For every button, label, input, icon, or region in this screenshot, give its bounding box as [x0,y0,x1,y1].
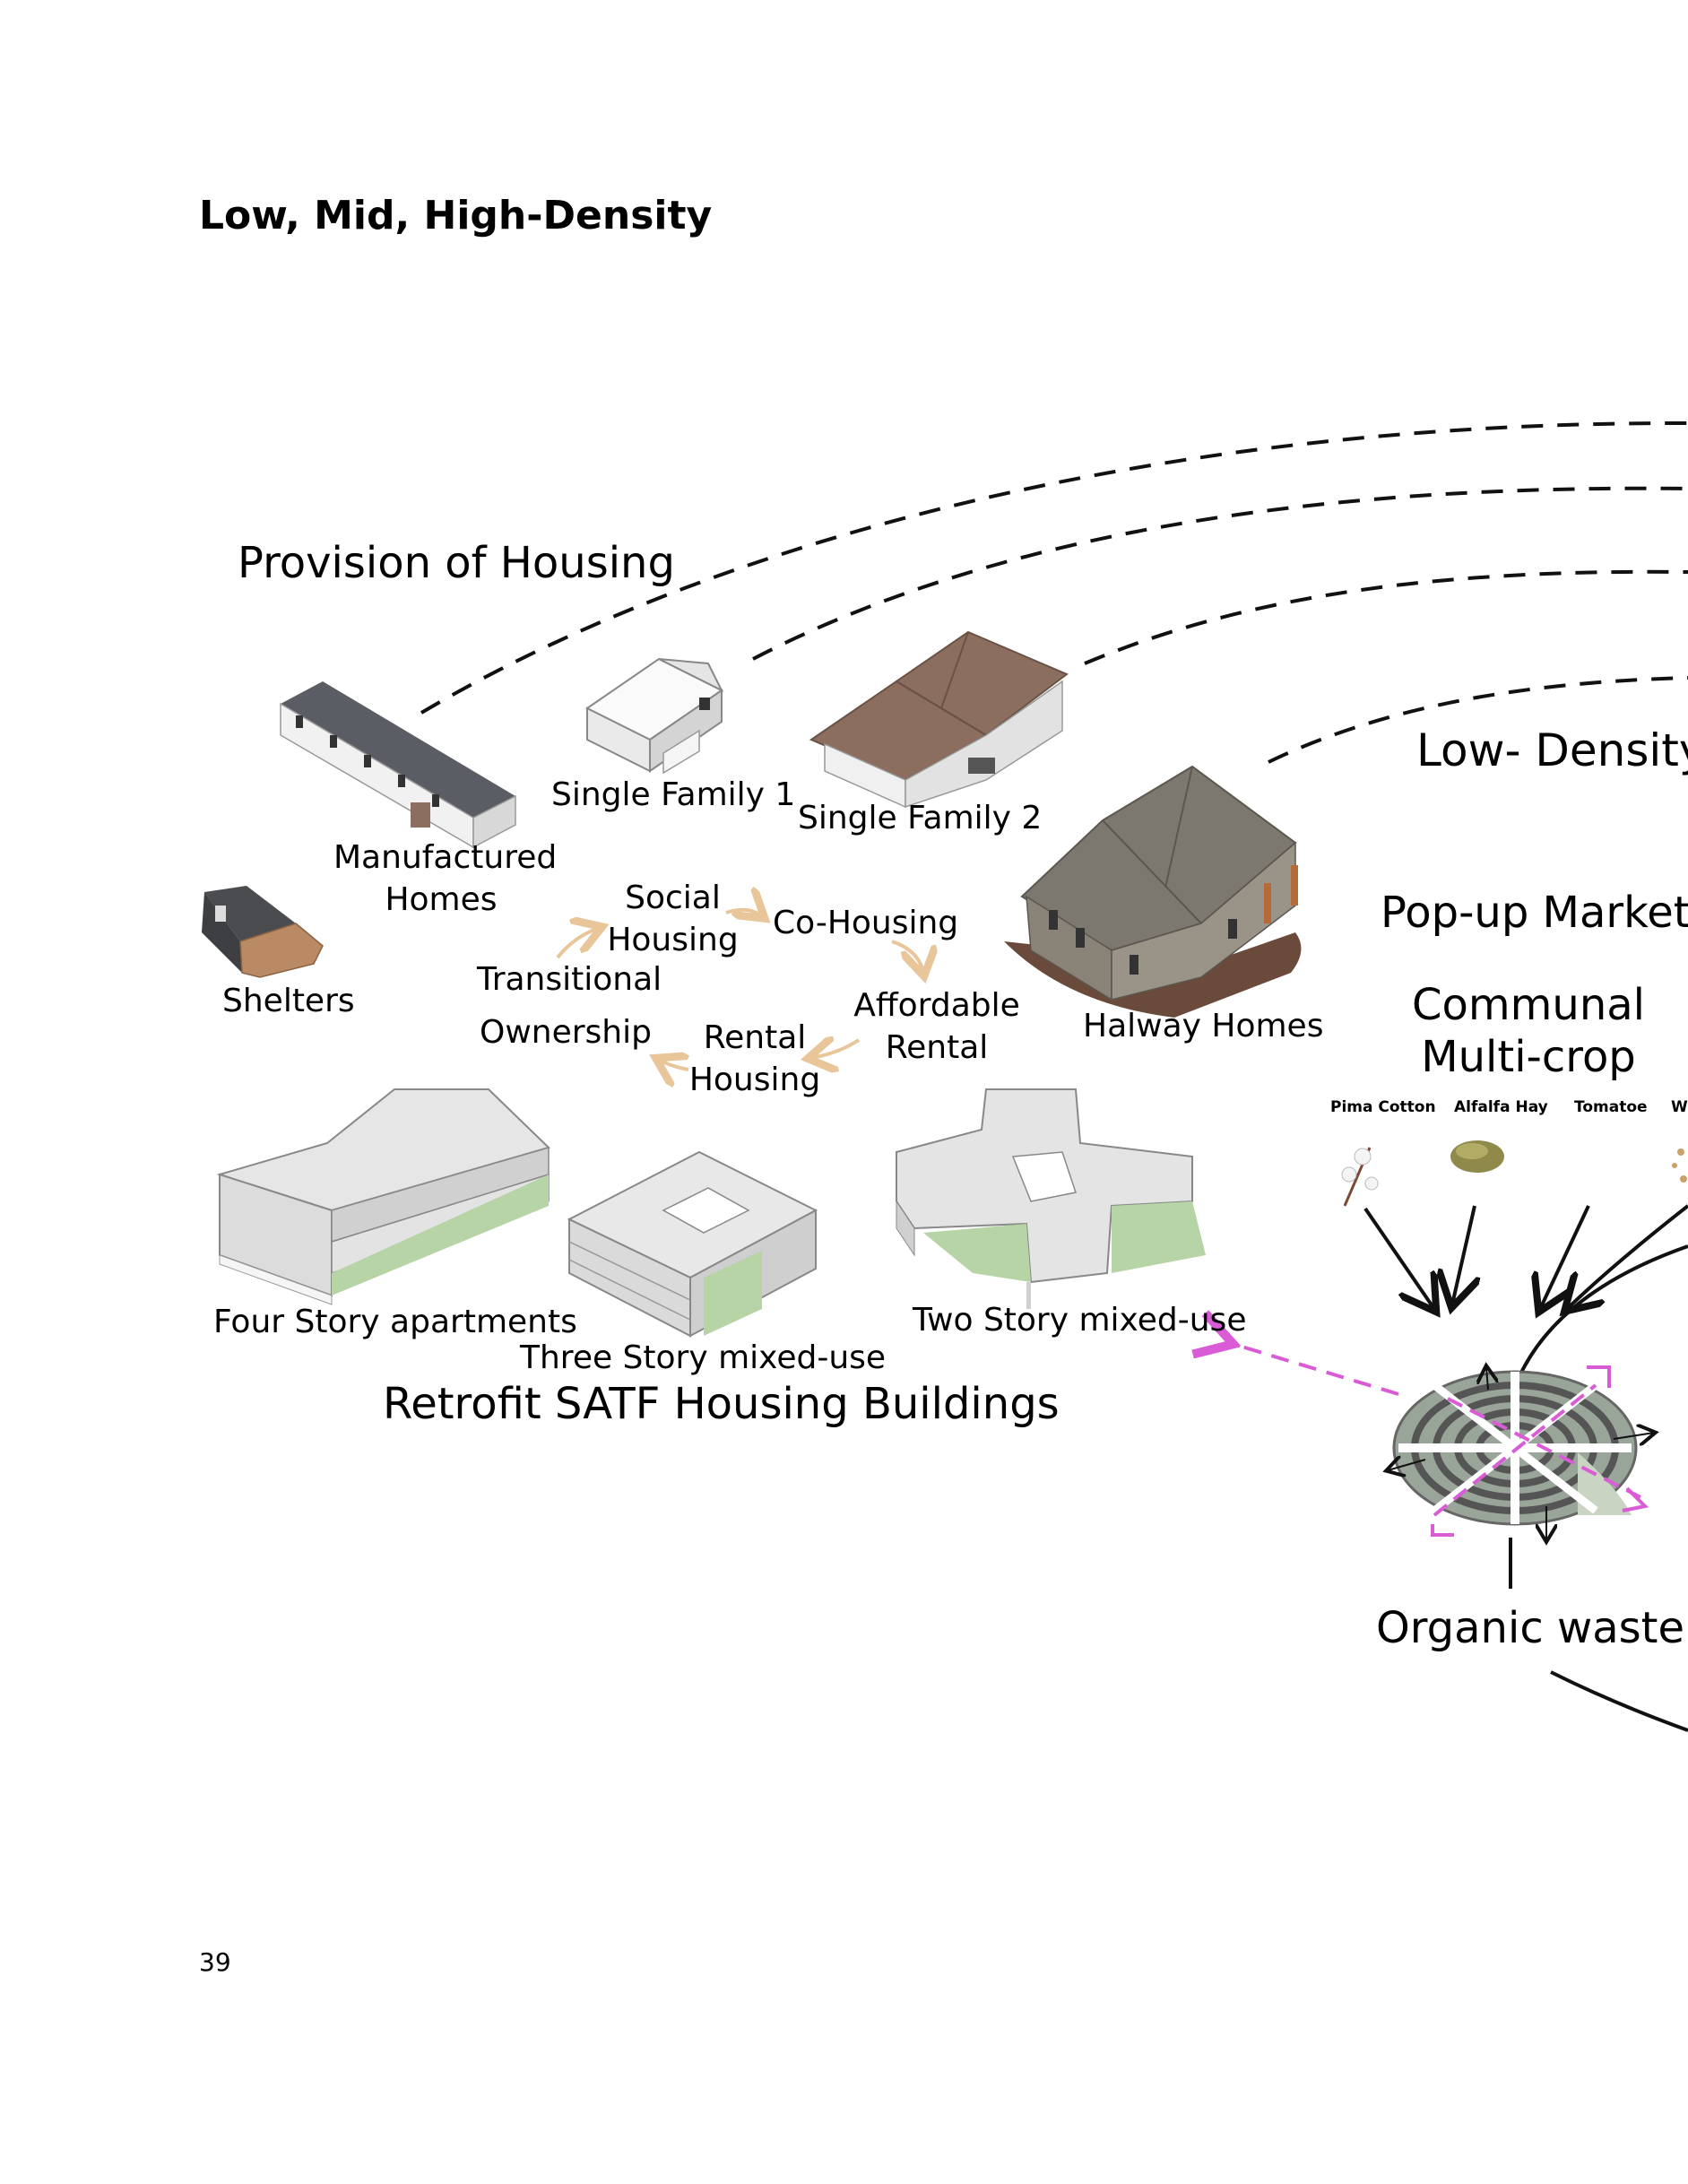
label-shelters: Shelters [222,983,355,1019]
single-family-2-icon [809,630,1069,809]
label-two-story-mixed-use: Two Story mixed-use [913,1302,1247,1339]
label-ownership: Ownership [480,1014,652,1051]
label-halfway-homes: Halway Homes [1083,1008,1324,1044]
label-manufactured-homes: Manufactured Homes [333,839,558,918]
page-heading: Low, Mid, High-Density [199,193,713,238]
pink-dashed-arrow [1230,1343,1399,1396]
wheel-to-market-curve [1518,1244,1688,1377]
label-transitional: Transitional [477,961,662,998]
crop-pima-cotton: Pima Cotton [1330,1098,1436,1116]
dashed-arcs [420,420,1688,764]
crop-w: W [1671,1098,1688,1116]
waste-curve [1550,1670,1688,1732]
crop-alfalfa-hay: Alfalfa Hay [1454,1098,1548,1116]
label-co-housing: Co-Housing [773,905,959,941]
two-story-mixed-use-icon [896,1088,1206,1309]
label-three-story-mixed-use: Three Story mixed-use [520,1339,887,1376]
crop-w-icon [1672,1148,1687,1183]
crop-tomatoe: Tomatoe [1574,1098,1648,1116]
label-affordable-rental: Affordable Rental [853,987,1020,1066]
pima-cotton-icon [1341,1147,1379,1207]
halfway-home-icon [1004,765,1302,1018]
housing-cycle-arrows [556,910,923,1070]
retrofit-title: Retrofit SATF Housing Buildings [383,1379,1060,1429]
four-story-apartments-icon [216,1088,550,1305]
label-communal-multi-crop: Communal Multi-crop [1412,980,1645,1082]
manufactured-home-icon [280,681,516,849]
label-single-family-1: Single Family 1 [551,776,796,813]
alfalfa-hay-icon [1450,1140,1504,1173]
composting-wheel-icon [1388,1367,1654,1589]
single-family-1-icon [585,657,724,775]
page-number: 39 [199,1947,231,1977]
label-single-family-2: Single Family 2 [798,800,1043,836]
label-social-housing: Social Housing [607,880,739,958]
three-story-mixed-use-icon [567,1150,818,1338]
crop-to-wheel-arrows [1363,1204,1688,1309]
label-four-story-apartments: Four Story apartments [213,1304,577,1340]
label-rental-housing: Rental Housing [688,1019,821,1098]
label-organic-waste: Organic waste [1376,1603,1684,1653]
provision-housing-title: Provision of Housing [238,538,675,588]
shelter-icon [202,886,324,978]
label-popup-market: Pop-up Market [1381,888,1688,938]
label-low-density: Low- Density [1416,724,1688,776]
